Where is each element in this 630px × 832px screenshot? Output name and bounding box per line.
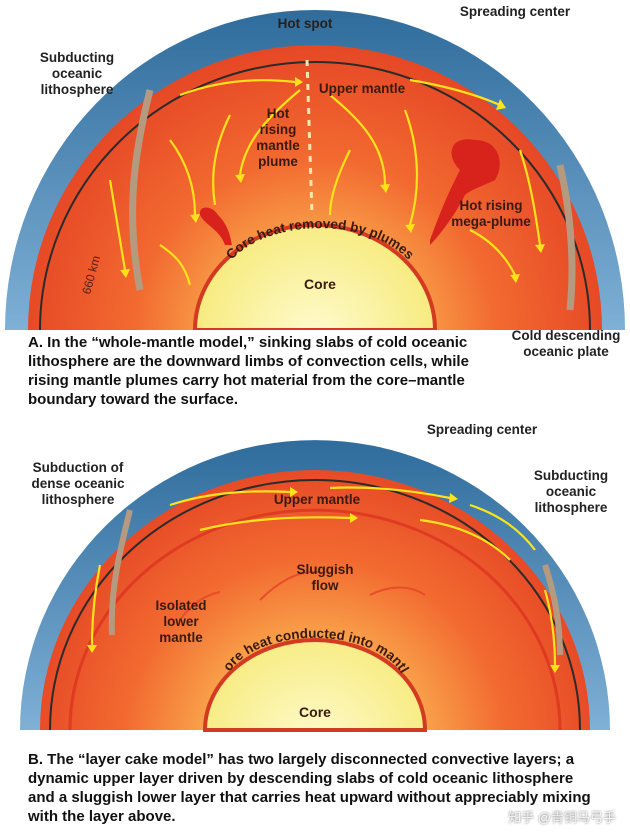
upper-mantle-label: Upper mantle xyxy=(318,81,406,96)
watermark: 知乎 @青铜马弓手 xyxy=(508,810,616,825)
upper-mantle-label: Upper mantle xyxy=(273,492,361,507)
core-label: Core xyxy=(299,704,331,720)
hot-spot-label: Hot spot xyxy=(277,16,333,31)
convection-arrows xyxy=(90,486,557,666)
cold-plate-label: Cold descending oceanic plate xyxy=(511,328,621,359)
arrowheads xyxy=(120,77,545,283)
core xyxy=(192,223,438,330)
whole-mantle-diagram: Core heat removed by plumes 660 km xyxy=(5,10,625,330)
caption-b: B. The “layer cake model” has two largel… xyxy=(28,751,591,825)
arrowheads xyxy=(87,487,560,673)
sluggish-flow-arrows xyxy=(179,570,426,621)
mega-plume-label: Hot rising mega-plume xyxy=(451,198,531,229)
mantle-plume-label: Hot rising mantle plume xyxy=(256,106,300,169)
core-label: Core xyxy=(304,276,336,292)
caption-a: A. In the “whole-mantle model,” sinking … xyxy=(28,334,469,408)
panel-whole-mantle-model: Core heat removed by plumes 660 km Hot s… xyxy=(5,4,625,408)
subducting-slab-right xyxy=(556,164,576,311)
upper-mantle-boundary xyxy=(68,508,562,731)
lithosphere-line xyxy=(49,479,581,731)
panel-layer-cake-model: Core heat conducted into mantle Spreadin… xyxy=(0,420,630,832)
mega-plume xyxy=(430,139,500,245)
mantle xyxy=(40,470,590,730)
isolated-lower-mantle-label: Isolated lower mantle xyxy=(155,598,207,645)
subducting-slab-right xyxy=(542,564,563,656)
layer-cake-diagram: Core heat conducted into mantle xyxy=(0,420,610,732)
subduction-dense-label: Subduction of dense oceanic lithosphere xyxy=(31,460,125,507)
lithosphere-line xyxy=(39,61,591,330)
subducting-slab-left xyxy=(108,509,133,636)
subducting-slab-left xyxy=(129,89,154,291)
convection-arrows xyxy=(108,78,542,286)
hot-spot-plume xyxy=(305,59,314,216)
sluggish-flow-label: Sluggish flow xyxy=(296,562,354,593)
small-plume xyxy=(199,207,232,245)
spreading-center-label: Spreading center xyxy=(426,422,538,437)
subducting-lithosphere-label: Subducting oceanic lithosphere xyxy=(39,50,115,97)
mantle xyxy=(28,45,602,330)
subducting-lithosphere-label: Subducting oceanic lithosphere xyxy=(533,468,609,515)
spreading-center-label: Spreading center xyxy=(459,4,571,19)
core xyxy=(202,638,428,732)
